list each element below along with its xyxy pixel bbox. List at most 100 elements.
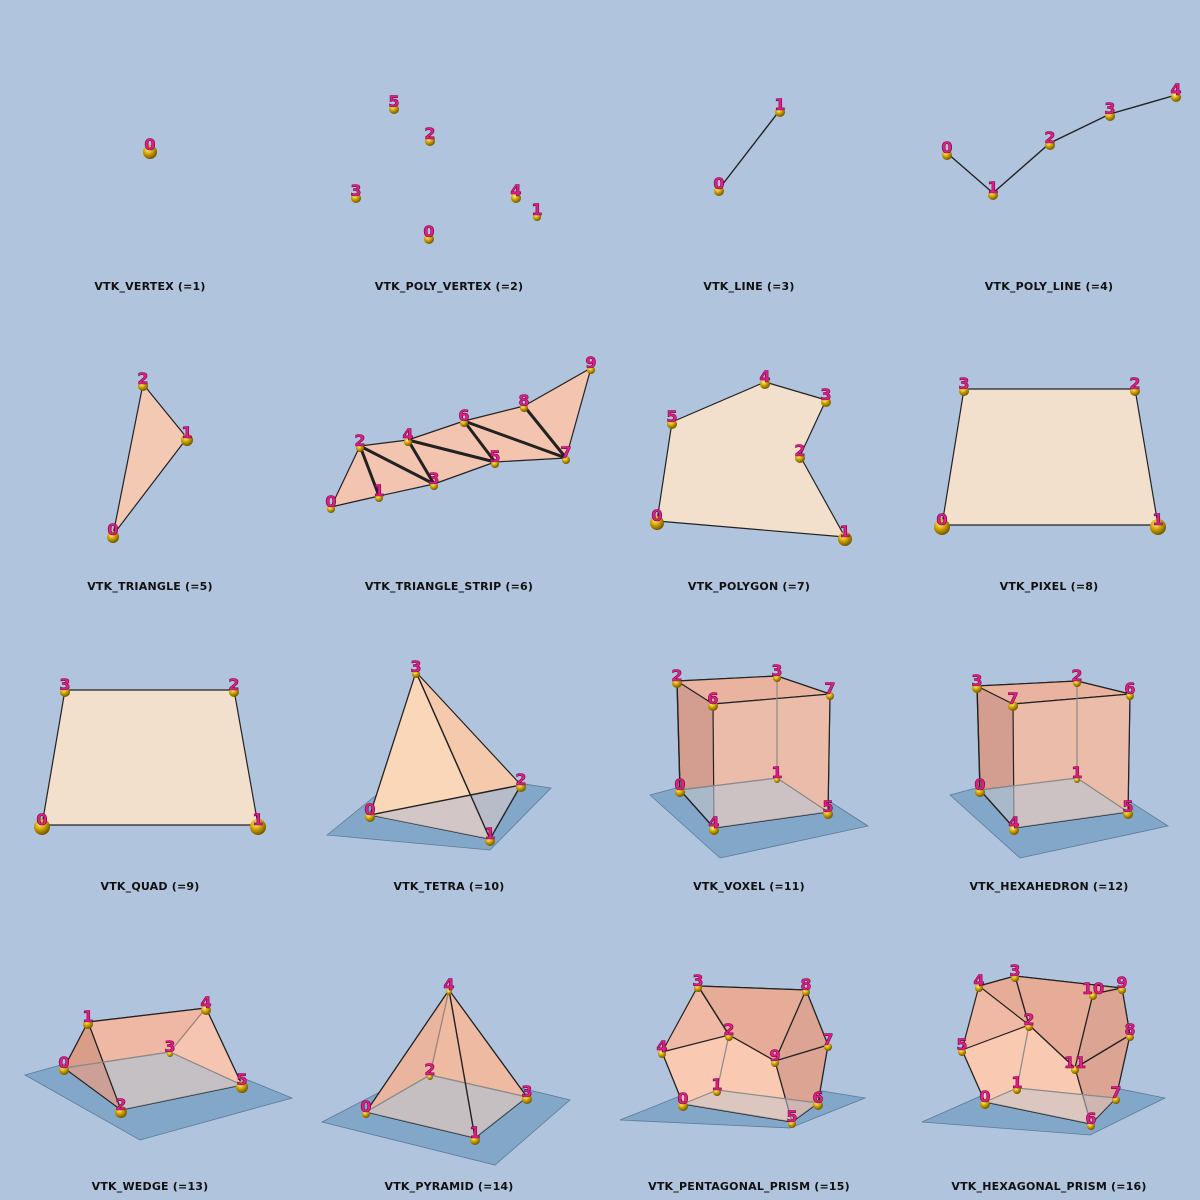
cell-tetra [325,670,552,851]
triangle-strip-face [330,367,592,508]
vertex-point [34,819,50,835]
vertex-point [351,193,361,203]
vertex-point [1009,825,1019,835]
vertex-label: 4 [510,181,521,200]
vertex-label: 0 [651,506,662,525]
vertex-point [1008,701,1018,711]
caption-vtk-tetra: VTK_TETRA (=10) [394,880,505,893]
vertex-label: 0 [36,810,47,829]
vertex-point [802,988,810,996]
vertex-label: 7 [560,443,571,462]
vertex-point [520,404,528,412]
vertex-point [424,234,434,244]
vertex-label: 6 [458,406,469,425]
vertex-point [813,1100,823,1110]
vertex-point [511,193,521,203]
vertex-point [167,1051,173,1057]
vertex-label: 5 [236,1070,247,1089]
cell-polygon [656,381,846,538]
caption-vtk-voxel: VTK_VOXEL (=11) [693,880,805,893]
vertex-point [823,809,833,819]
vertex-label: 4 [402,425,413,444]
vertex-label: 2 [1044,128,1055,147]
vertex-point [714,186,724,196]
vertex-point [1045,140,1055,150]
vertex-label: 8 [800,975,811,994]
vertex-point [821,397,831,407]
vertex-point [795,453,805,463]
vertex-point [201,1005,211,1015]
vertex-point [694,984,702,992]
cell-triangle [112,383,188,536]
cell-voxel [649,675,870,859]
vertex-label: 0 [58,1053,69,1072]
vertex-label: 5 [786,1107,797,1126]
cell-pyramid [320,988,571,1166]
cell-poly-line [946,94,1177,194]
cell-pentagonal-prism [619,985,867,1129]
vertex-point [430,482,438,490]
vertex-point [975,787,985,797]
cell-wedge [23,1006,294,1141]
vertex-point [959,386,969,396]
vertex-label: 3 [820,385,831,404]
vertex-label: 3 [521,1082,532,1101]
vertex-point [327,505,335,513]
vertex-point [760,379,770,389]
vertex-point [356,444,364,452]
vertex-label: 11 [1064,1053,1086,1072]
vertex-point [115,1106,127,1118]
vertex-point [1073,679,1081,687]
vertex-label: 2 [794,441,805,460]
caption-vtk-triangle: VTK_TRIANGLE (=5) [87,580,213,593]
vertex-label: 3 [958,374,969,393]
cell-pixel [941,388,1159,526]
vertex-label: 3 [1009,961,1020,980]
vertex-point [460,419,468,427]
cell-triangle-strip [330,367,592,508]
vertex-label: 1 [839,522,850,541]
caption-vtk-vertex: VTK_VERTEX (=1) [94,280,205,293]
vertex-point [1011,974,1019,982]
vertex-point [824,1043,832,1051]
vertex-label: 1 [987,178,998,197]
vertex-label: 2 [671,666,682,685]
vertex-label: 3 [1104,99,1115,118]
vertex-point [988,190,998,200]
vertex-label: 1 [373,481,384,500]
vertex-point [1112,1096,1120,1104]
vertex-point [1087,1122,1095,1130]
vertex-point [181,434,193,446]
vertex-label: 1 [771,763,782,782]
vertex-point [1150,519,1166,535]
vertex-label: 7 [1007,689,1018,708]
vertex-point [1089,992,1097,1000]
vertex-label: 1 [774,95,785,114]
triangle-face [112,383,188,536]
vertex-point [1025,1023,1033,1031]
vertex-point [667,419,677,429]
caption-vtk-poly-vertex: VTK_POLY_VERTEX (=2) [375,280,523,293]
hexa-prism-bottom [985,1088,1116,1124]
vertex-label: 4 [973,971,984,990]
vertex-point [389,104,399,114]
vertex-point [250,819,266,835]
caption-vtk-hexagonal-prism: VTK_HEXAGONAL_PRISM (=16) [951,1180,1146,1193]
polygon-face [656,381,846,538]
vertex-label: 4 [708,813,719,832]
vertex-point [709,825,719,835]
vertex-label: 2 [515,770,526,789]
vertex-point [470,1135,480,1145]
vertex-label: 2 [137,369,148,388]
vertex-label: 8 [1124,1020,1135,1039]
vertex-label: 1 [469,1123,480,1142]
vertex-label: 2 [1023,1010,1034,1029]
vertex-point [713,1088,721,1096]
vertex-point [788,1120,796,1128]
vertex-point [775,107,785,117]
vertex-point [1126,692,1134,700]
caption-vtk-pyramid: VTK_PYRAMID (=14) [384,1180,513,1193]
caption-vtk-pixel: VTK_PIXEL (=8) [1000,580,1099,593]
vertex-label: 0 [974,775,985,794]
